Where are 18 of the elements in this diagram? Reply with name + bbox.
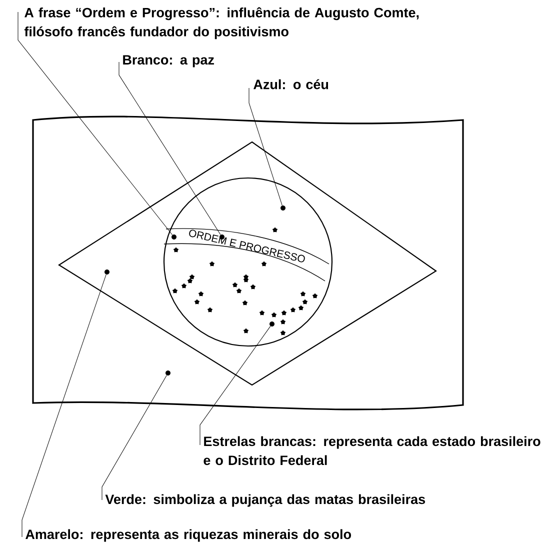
leader-line xyxy=(18,12,173,236)
callout-text: A frase “Ordem e Progresso”: influência de Augusto Comte, filósofo francês fundador do positivismo xyxy=(24,7,419,40)
leader-line xyxy=(248,88,282,206)
callout-text: Azul: o céu xyxy=(254,79,328,90)
callout-text: Amarelo: representa as riquezas minerais do solo xyxy=(26,529,351,542)
point-marker xyxy=(280,206,286,210)
point-marker xyxy=(172,234,176,240)
point-marker xyxy=(220,234,224,240)
point-marker xyxy=(104,270,110,274)
point-marker xyxy=(166,370,170,376)
callout-text: Estrelas brancas: representa cada estado brasileiro e o Distrito Federal xyxy=(204,436,540,466)
callout-text: Verde: simboliza a pujança das matas brasileiras xyxy=(105,494,426,507)
point-marker xyxy=(270,322,274,326)
leader-line xyxy=(200,326,271,446)
leader-line xyxy=(118,62,221,235)
callout-text: Branco: a paz xyxy=(123,55,214,68)
leader-line xyxy=(22,274,106,538)
leader-line xyxy=(102,375,167,500)
